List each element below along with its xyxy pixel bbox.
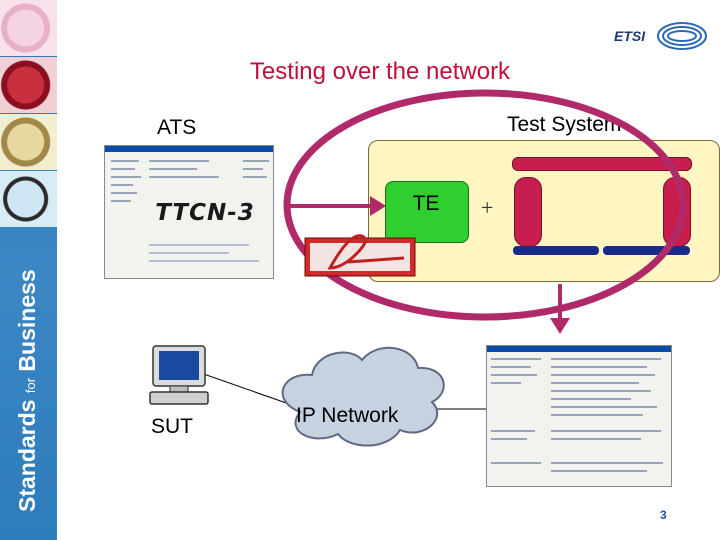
slide-title: Testing over the network	[249, 58, 511, 85]
adapter-bar-blue-left	[513, 246, 599, 255]
compiler-document-icon	[304, 234, 416, 277]
execution-screenshot	[486, 345, 672, 487]
sut-network-link	[197, 371, 293, 406]
adapter-bar-top	[512, 157, 692, 171]
plus-sign: +	[481, 195, 494, 220]
sut-computer-icon	[149, 345, 209, 405]
ip-network-cloud	[281, 346, 445, 447]
test-system-label: Test System	[507, 113, 622, 136]
down-arrow-head	[550, 318, 570, 334]
page-number: 3	[660, 508, 667, 522]
red-globe-tile	[0, 57, 57, 113]
ats-te-arrow-head	[370, 196, 386, 216]
te-label: TE	[412, 192, 440, 215]
te-box	[385, 181, 469, 243]
brand-sidebar: Standards for Business	[0, 0, 57, 540]
ip-network-label: IP Network	[296, 404, 399, 427]
adapter-bar-blue-right	[603, 246, 690, 255]
sut-label: SUT	[151, 415, 193, 438]
gold-globe-tile	[0, 114, 57, 170]
svg-text:ETSI: ETSI	[614, 28, 646, 44]
etsi-logo: ETSI	[610, 16, 710, 56]
pink-globe-tile	[0, 0, 57, 56]
ats-label: ATS	[157, 116, 197, 139]
test-system-ring	[283, 89, 687, 321]
ttcn3-logo: TTCN-3	[155, 200, 255, 226]
ats-editor-screenshot	[104, 145, 274, 279]
blue-globe-tile	[0, 171, 57, 227]
